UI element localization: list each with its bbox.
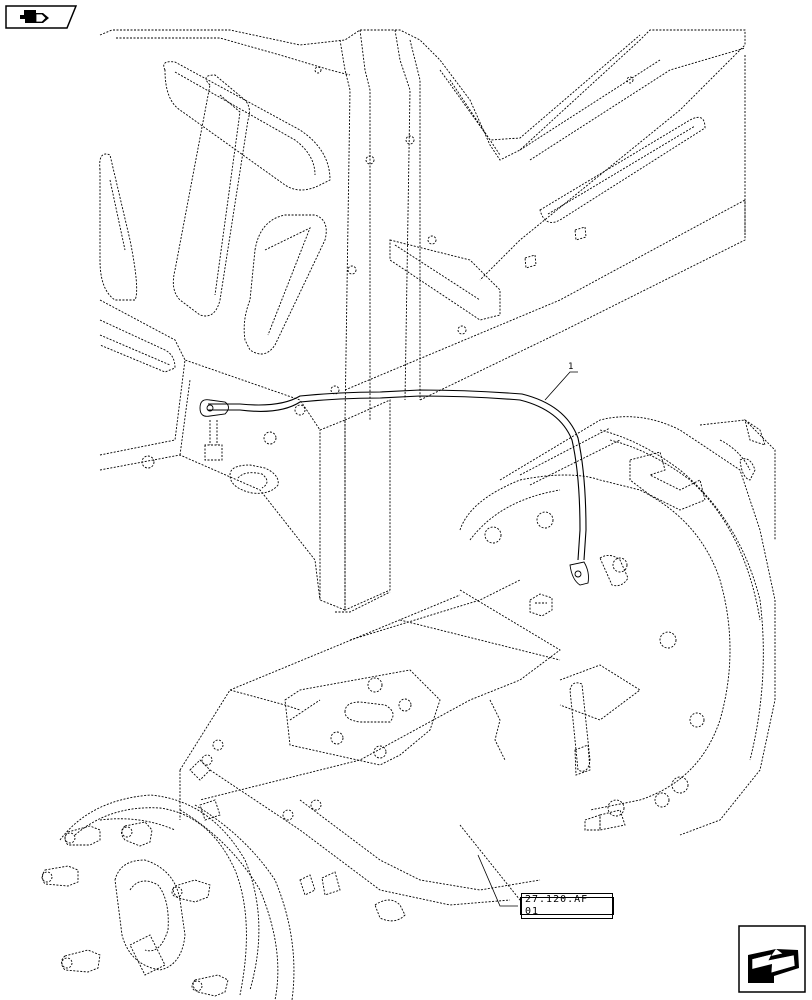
next-page-arrow-icon	[738, 925, 806, 993]
top-navigation-button[interactable]	[5, 5, 78, 29]
next-page-button[interactable]	[738, 925, 806, 993]
callout-number: 1	[568, 362, 574, 372]
navigation-arrow-icon	[5, 5, 78, 29]
reference-link-box[interactable]: 27.120.AF 01	[520, 893, 614, 919]
reference-label: 27.120.AF 01	[521, 893, 613, 919]
